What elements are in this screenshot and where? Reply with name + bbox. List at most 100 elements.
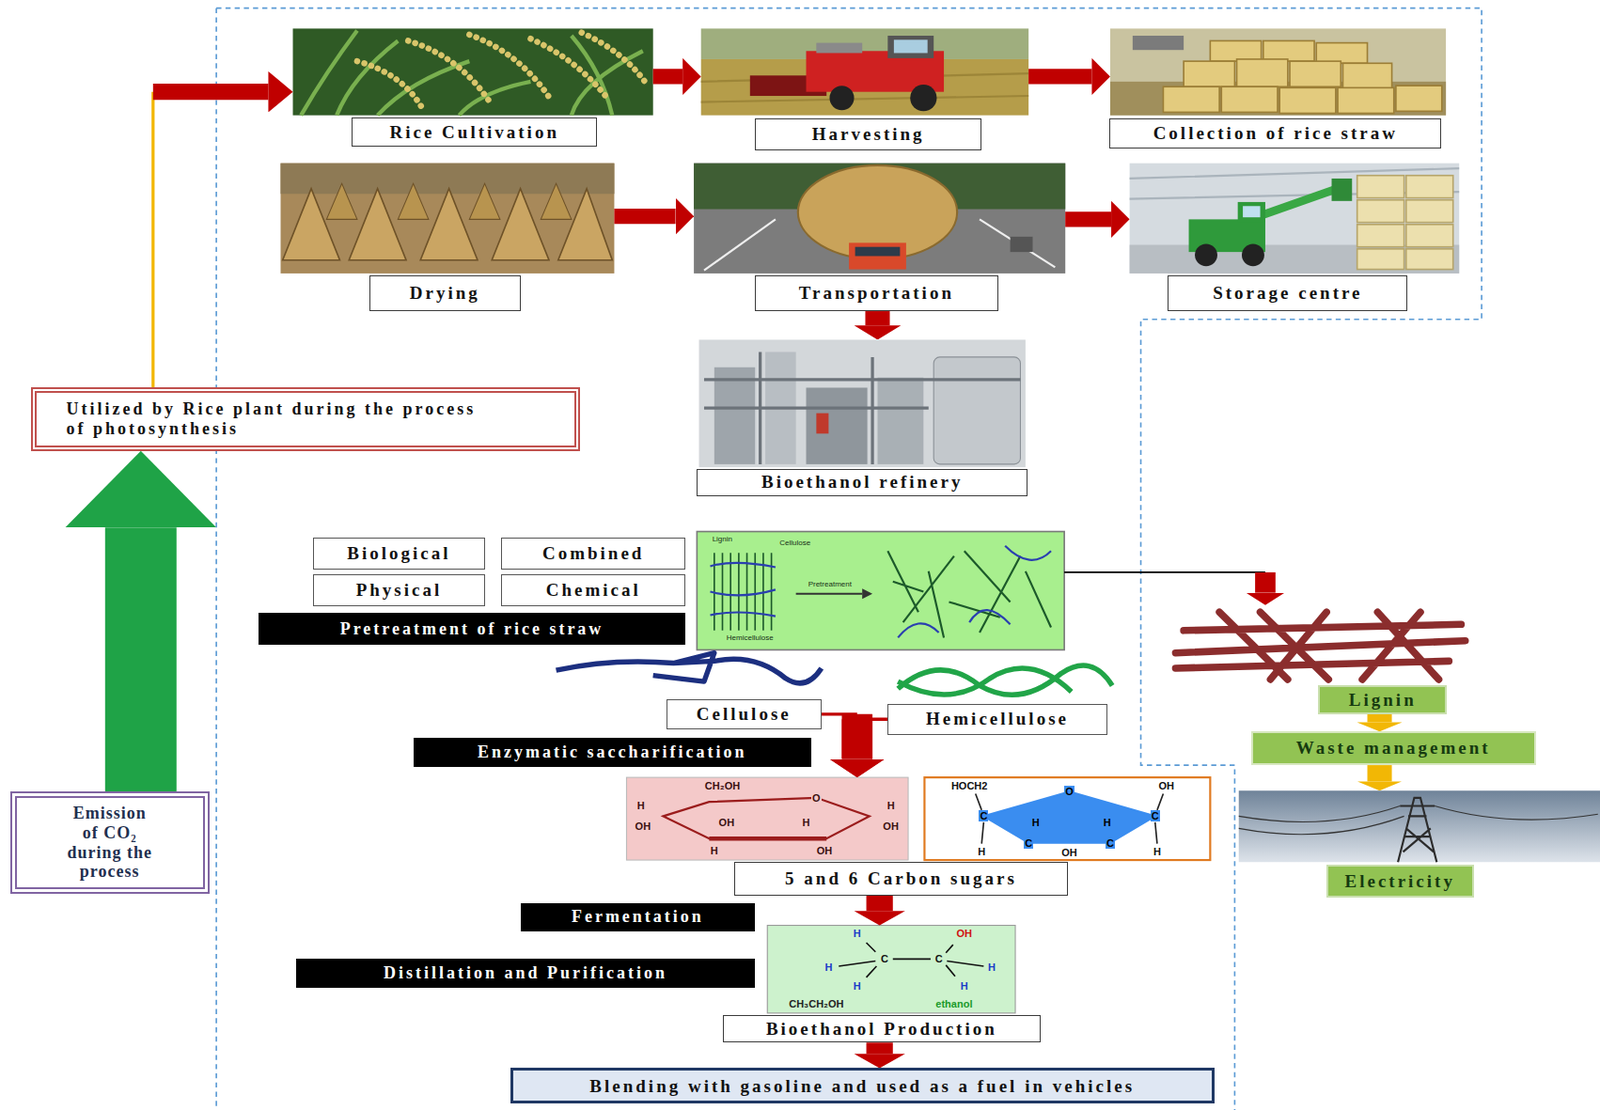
chemical-label: H [709, 845, 720, 857]
node-text: Rice Cultivation [351, 117, 597, 147]
pretreatment-figure [709, 563, 775, 617]
chemical-label: H [1102, 816, 1113, 829]
drying-photo [491, 188, 550, 261]
harvester-photo [815, 43, 863, 54]
chemical-label: C [934, 953, 944, 965]
transport-photo [1010, 236, 1034, 252]
node-text: Enzymatic saccharification [477, 742, 747, 763]
lignin-figure [1175, 611, 1465, 680]
rice-photo [293, 28, 654, 115]
straw-bales-photo [1110, 81, 1446, 116]
node-text: Fermentation [571, 907, 705, 927]
output-box: Blending with gasoline and used as a fue… [510, 1067, 1215, 1104]
caption-box: Bioethanol refinery [696, 339, 1028, 496]
straw-bales-photo [1396, 85, 1443, 111]
harvester-photo [701, 28, 1029, 115]
flow-arrow [866, 1042, 894, 1054]
glucose-structure [663, 798, 870, 839]
flow-arrow [613, 216, 675, 218]
step-band: Fermentation [520, 903, 756, 932]
node-text: Bioethanol refinery [696, 469, 1028, 496]
chemical-label: OH [956, 927, 974, 940]
storage-photo [1242, 205, 1260, 218]
straw-bales-photo [1162, 86, 1220, 112]
node-text: Hemicellulose [925, 708, 1069, 730]
refinery-photo [933, 357, 1020, 465]
flow-arrow [821, 714, 858, 760]
pretreatment-figure [897, 546, 1051, 639]
caption-box: Drying [281, 163, 615, 312]
flow-arrow [1367, 714, 1393, 723]
chemical-label: OH [634, 820, 653, 832]
flow-arrow [653, 68, 683, 84]
chemical-label: C [1150, 810, 1161, 822]
flow-arrow [1028, 76, 1092, 78]
straw-bales-photo [1162, 40, 1442, 113]
flow-arrow [153, 83, 269, 100]
storage-photo [1357, 175, 1405, 199]
drying-photo [282, 188, 341, 261]
refinery-photo [699, 339, 1026, 468]
drying-photo [281, 163, 615, 274]
straw-bales-photo [1237, 59, 1288, 87]
rice-photo [357, 32, 645, 110]
node-text: Combined [542, 543, 644, 565]
node-text: Harvesting [754, 118, 982, 151]
cellulose-strand [556, 653, 822, 684]
chemical-label: H [886, 800, 896, 812]
node-text: Pretreatment of rice straw [340, 619, 605, 640]
caption-box: Harvesting [701, 28, 1029, 151]
flow-arrow [878, 895, 880, 911]
flow-arrow [842, 714, 874, 760]
component-box: Hemicellulose [887, 704, 1107, 736]
refinery-photo [815, 413, 829, 435]
chemical-label: ethanol [934, 998, 973, 1010]
storage-photo [1357, 224, 1405, 248]
rice-photo [293, 28, 654, 115]
flow-arrow [877, 311, 879, 326]
flow-arrow [842, 719, 874, 759]
node-text: Bioethanol Production [722, 1015, 1042, 1043]
method-box: Biological [313, 537, 485, 570]
storage-photo [1238, 202, 1266, 223]
caption-box: Bioethanol Production [722, 925, 1042, 1044]
refinery-photo [806, 387, 868, 464]
straw-bales-photo [1110, 28, 1446, 115]
drying-photo [540, 183, 572, 220]
ethanol-structure [767, 925, 1016, 1014]
chemical-label: OH [881, 820, 900, 832]
flow-arrow [864, 311, 890, 326]
storage-photo [1406, 249, 1454, 270]
boundary-line [216, 8, 1482, 1110]
flow-arrow [1065, 211, 1112, 227]
straw-bales-photo [1289, 61, 1341, 87]
caption-box: Rice Cultivation [293, 28, 654, 149]
glucose-structure [626, 777, 909, 861]
chemical-label: C [978, 810, 989, 822]
ethanol-structure [767, 925, 1016, 1014]
drying-photo [348, 188, 407, 261]
straw-bales-photo [1209, 40, 1261, 62]
storage-photo [1357, 249, 1405, 270]
transport-photo [693, 163, 1066, 274]
process-box: Waste management [1251, 731, 1537, 766]
figure-label: Lignin [712, 535, 733, 544]
pentose-structure [983, 791, 1155, 843]
flow-arrow [878, 1042, 880, 1054]
method-box: Combined [501, 537, 686, 570]
ethanol-structure [838, 942, 984, 978]
node-text: Distillation and Purification [383, 963, 668, 984]
drying-photo [326, 183, 358, 220]
storage-photo [1194, 243, 1218, 267]
storage-photo [1357, 175, 1454, 270]
flow-arrow [1028, 68, 1092, 84]
straw-bales-photo [1337, 87, 1395, 113]
drying-photo [558, 188, 613, 261]
refinery-photo [714, 367, 755, 465]
flow-arrow [140, 527, 142, 792]
step-band: Pretreatment of rice straw [258, 612, 687, 645]
component-box: Cellulose [666, 699, 822, 731]
chemical-label: H [959, 980, 970, 992]
method-box: Chemical [501, 574, 686, 607]
